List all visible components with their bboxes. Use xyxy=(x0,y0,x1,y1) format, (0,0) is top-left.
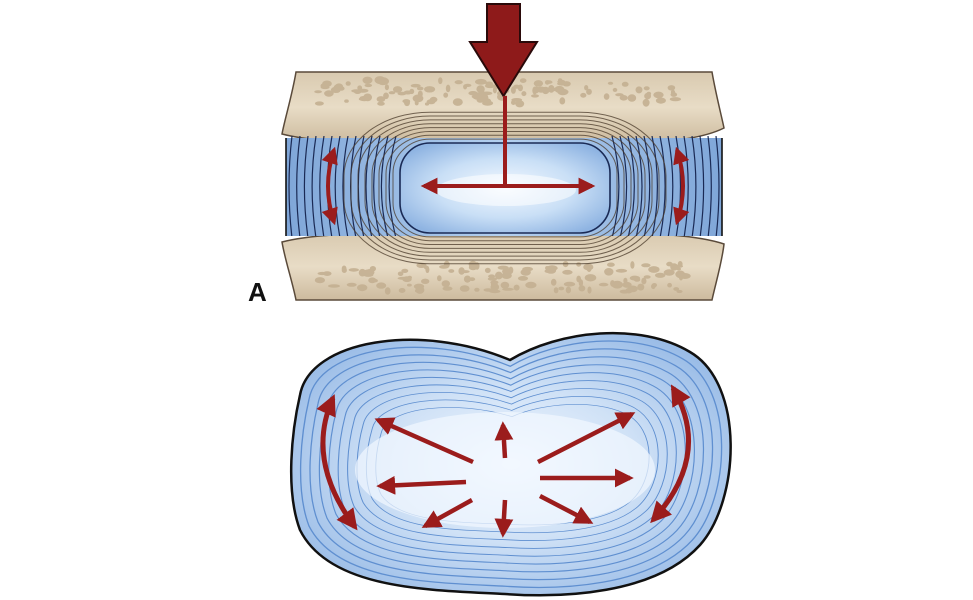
lamella-ring xyxy=(309,348,714,581)
compression-arrow-icon xyxy=(468,3,539,186)
lamella-line xyxy=(635,136,643,236)
axial-view-panel xyxy=(289,331,732,597)
lamella-line xyxy=(311,136,317,236)
lamella-line xyxy=(667,136,674,236)
radial-force-arrow-icon xyxy=(494,499,514,538)
lamella-line xyxy=(342,136,349,236)
lamella-line xyxy=(643,136,651,236)
lamella-line xyxy=(296,136,301,236)
radial-force-arrows xyxy=(374,411,636,538)
side-view-panel xyxy=(281,3,725,301)
lamella-line xyxy=(651,136,658,236)
lamella-line xyxy=(388,136,397,236)
lower-vertebra xyxy=(281,232,725,301)
radial-force-arrow-icon xyxy=(536,411,636,465)
lamella-line xyxy=(691,136,697,236)
circumferential-arrow-icon xyxy=(321,146,690,226)
radial-force-arrow-icon xyxy=(376,475,467,495)
lamella-line xyxy=(619,136,628,236)
lamella-line xyxy=(373,136,381,236)
radial-force-arrow-icon xyxy=(374,417,474,465)
lamella-line xyxy=(380,136,389,236)
radial-force-arrow-icon xyxy=(538,494,594,524)
circumferential-arrow-icon xyxy=(316,384,692,531)
lamella-line xyxy=(365,136,373,236)
lamella-line xyxy=(319,136,325,236)
lamella-line xyxy=(611,136,620,236)
lamella-line xyxy=(303,136,309,236)
lamella-ring xyxy=(299,340,723,589)
lamella-line xyxy=(288,136,293,236)
lamella-line xyxy=(699,136,705,236)
lamella-line xyxy=(707,136,712,236)
lamella-line xyxy=(627,136,635,236)
lamella-line xyxy=(659,136,666,236)
lamella-ring xyxy=(365,396,659,534)
lamella-line xyxy=(715,136,720,236)
radial-force-arrow-icon xyxy=(421,498,474,528)
panel-label-a: A xyxy=(248,277,267,307)
lamella-ring xyxy=(318,356,705,573)
radial-force-arrow-icon xyxy=(494,421,514,459)
